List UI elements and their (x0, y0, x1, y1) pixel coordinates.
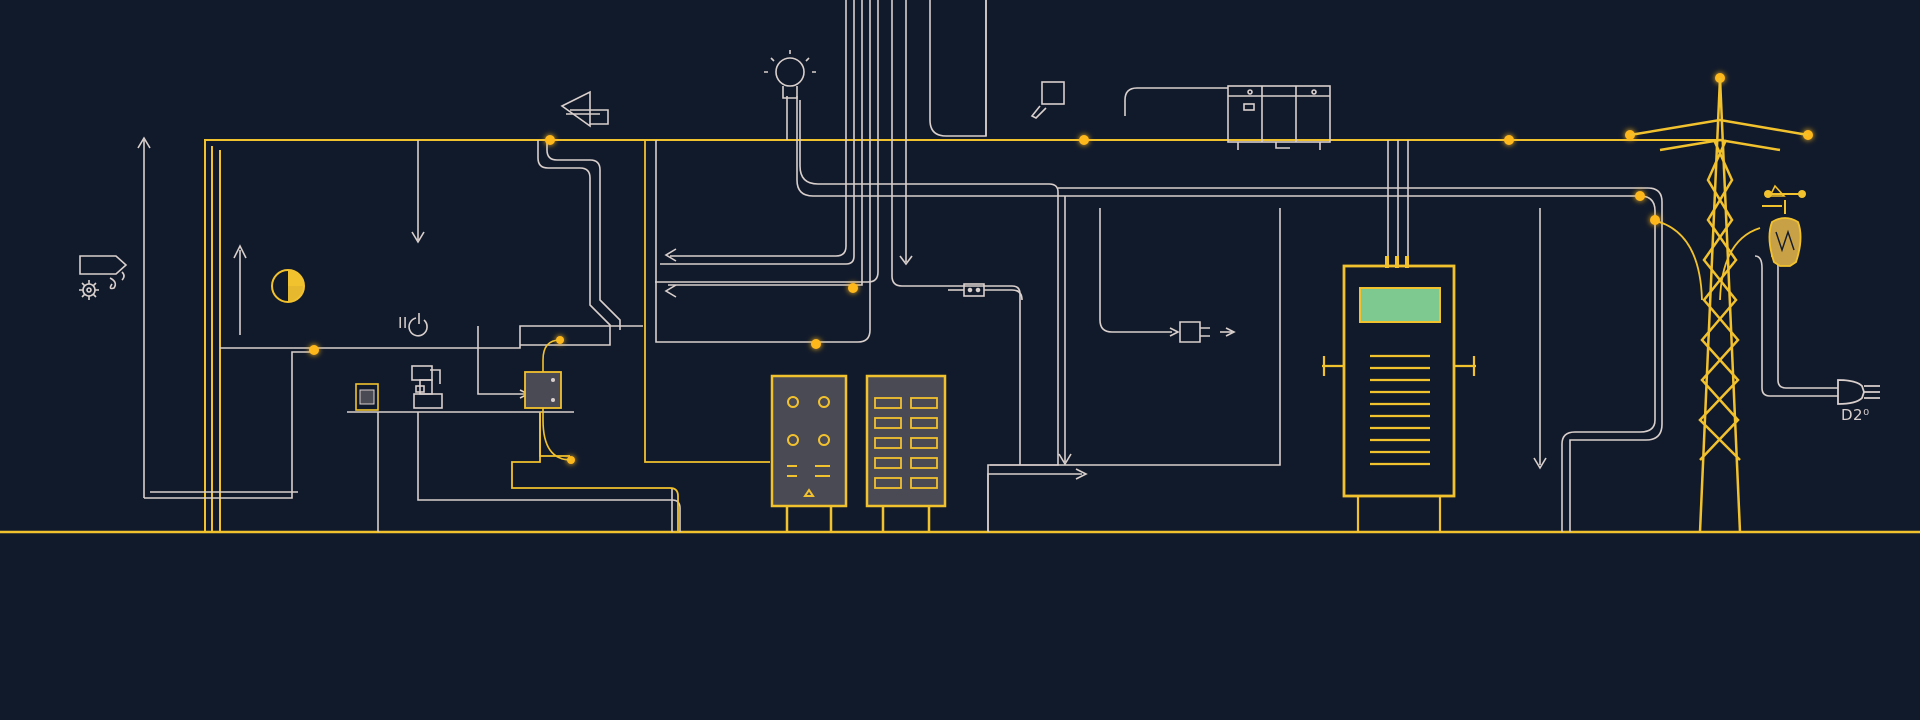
meter-box-icon (355, 383, 379, 411)
hanging-bulb-icon (1762, 184, 1806, 267)
tower-feed (1651, 219, 1761, 301)
edit-pencil-icon (1030, 81, 1065, 119)
breaker-panel-icon (865, 374, 947, 532)
transformer-cabinet-icon (1322, 256, 1476, 532)
power-icon (408, 313, 428, 337)
control-unit-icon (524, 339, 572, 461)
transformer-feed (1387, 140, 1409, 258)
plug-connector-icon (1179, 321, 1210, 343)
node (848, 283, 858, 293)
robot-arm-icon (411, 365, 443, 409)
node (1635, 191, 1645, 201)
node (309, 345, 319, 355)
node (545, 135, 555, 145)
node (811, 339, 821, 349)
generator-machine-icon (1124, 85, 1331, 150)
control-cabinet-icon (770, 374, 848, 532)
node (1650, 215, 1660, 225)
power-plug-icon (1837, 379, 1880, 405)
arrow-right-gear-icon (79, 255, 128, 300)
pie-chart-icon (271, 269, 305, 303)
plug-code-label: D2⁰ (1841, 406, 1870, 424)
light-bulb-icon (764, 50, 816, 99)
yellow-wires-left (511, 140, 770, 532)
power-symbol-label: II (398, 314, 408, 332)
node (1504, 135, 1514, 145)
main-bus (204, 139, 1720, 532)
node (1079, 135, 1089, 145)
connector-icon (948, 283, 1023, 301)
center-bundle (655, 0, 1838, 532)
arrow-left-icon (560, 90, 609, 128)
transmission-tower-icon (1629, 77, 1809, 533)
